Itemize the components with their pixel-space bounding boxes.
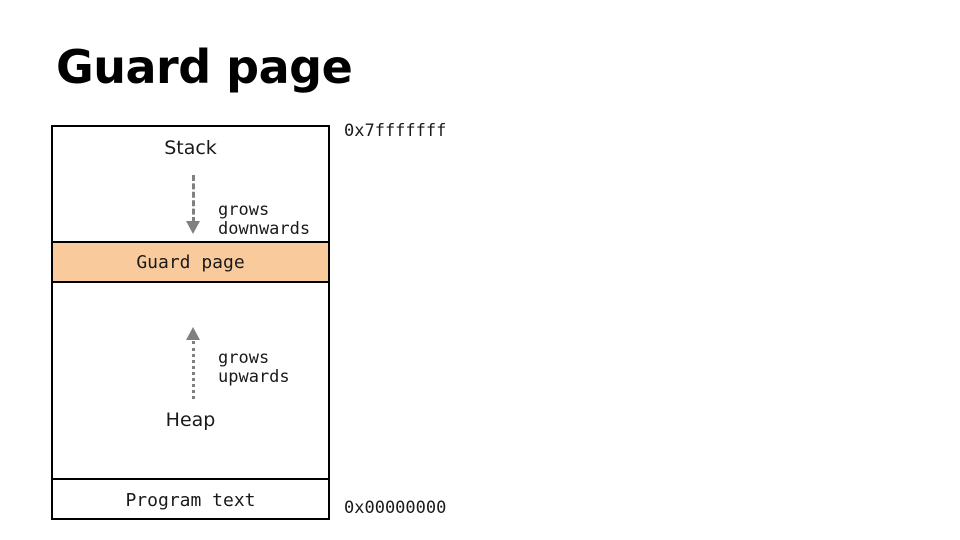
stack-grows-down-arrow-icon: [184, 175, 204, 237]
address-label-high: 0x7fffffff: [344, 121, 447, 141]
heap-growth-caption-line2: upwards: [218, 367, 290, 387]
segment-label-program-text: Program text: [125, 490, 256, 511]
page-title: Guard page: [56, 40, 353, 94]
stack-growth-caption-line2: downwards: [218, 219, 311, 239]
heap-growth-caption-line1: grows: [218, 348, 270, 368]
arrow-shaft: [192, 175, 195, 223]
segment-label-heap: Heap: [165, 409, 216, 431]
heap-growth-caption: grows upwards: [218, 349, 290, 387]
segment-label-stack: Stack: [164, 137, 217, 159]
address-label-low: 0x00000000: [344, 498, 447, 518]
memory-segment-guard-page: Guard page: [53, 241, 328, 283]
memory-layout-diagram: Stack grows downwards Guard page grows u…: [51, 125, 330, 520]
segment-label-guard-page: Guard page: [136, 252, 245, 273]
stack-growth-caption: grows downwards: [218, 201, 310, 239]
arrow-head-down: [186, 221, 200, 234]
arrow-shaft: [192, 341, 195, 399]
stack-growth-caption-line1: grows: [218, 200, 270, 220]
arrow-head-up: [186, 327, 200, 340]
memory-segment-program-text: Program text: [53, 478, 328, 518]
memory-segment-stack: Stack grows downwards: [53, 127, 328, 241]
heap-grows-up-arrow-icon: [184, 327, 204, 403]
memory-segment-heap: grows upwards Heap: [53, 283, 328, 478]
